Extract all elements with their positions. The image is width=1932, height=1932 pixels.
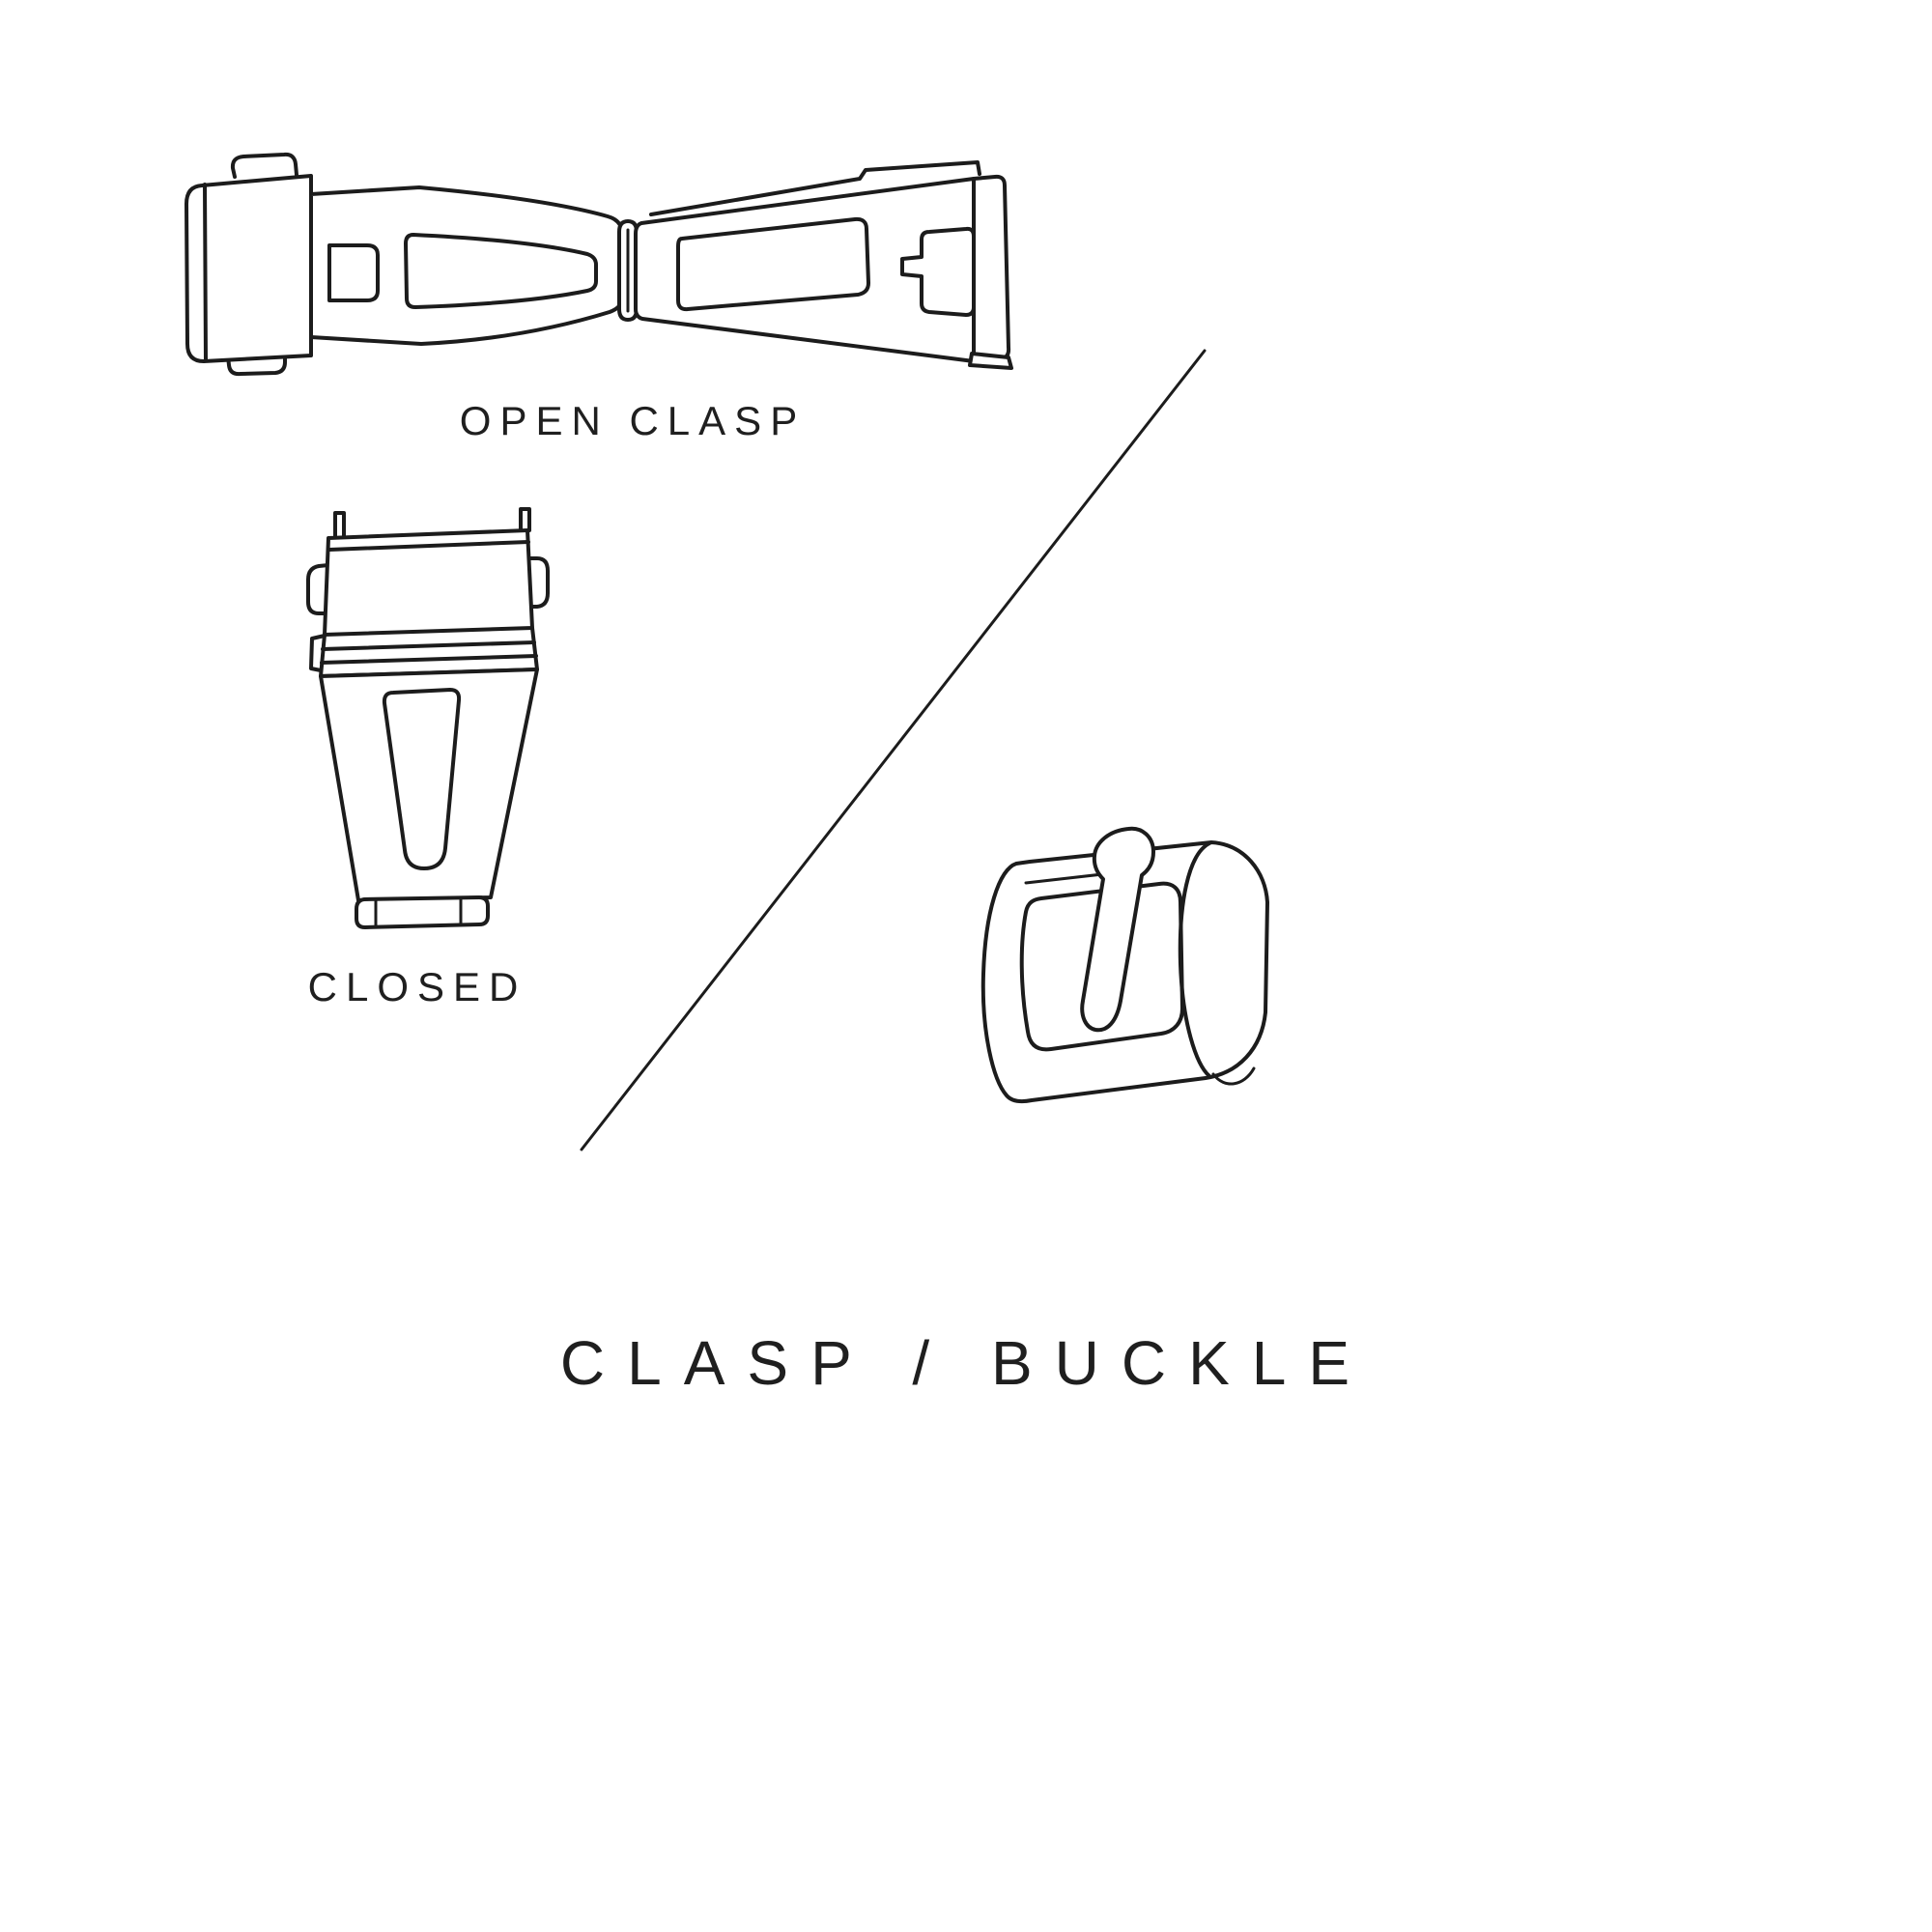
diagram-title: CLASP / BUCKLE (559, 1328, 1373, 1398)
closed-clasp-label: CLOSED (307, 964, 527, 1009)
closed-clasp-illustration (306, 507, 550, 929)
open-clasp-illustration (185, 152, 1013, 377)
diagonal-divider-line (580, 349, 1207, 1151)
buckle-illustration (980, 826, 1269, 1104)
open-clasp-label: OPEN CLASP (459, 398, 807, 443)
